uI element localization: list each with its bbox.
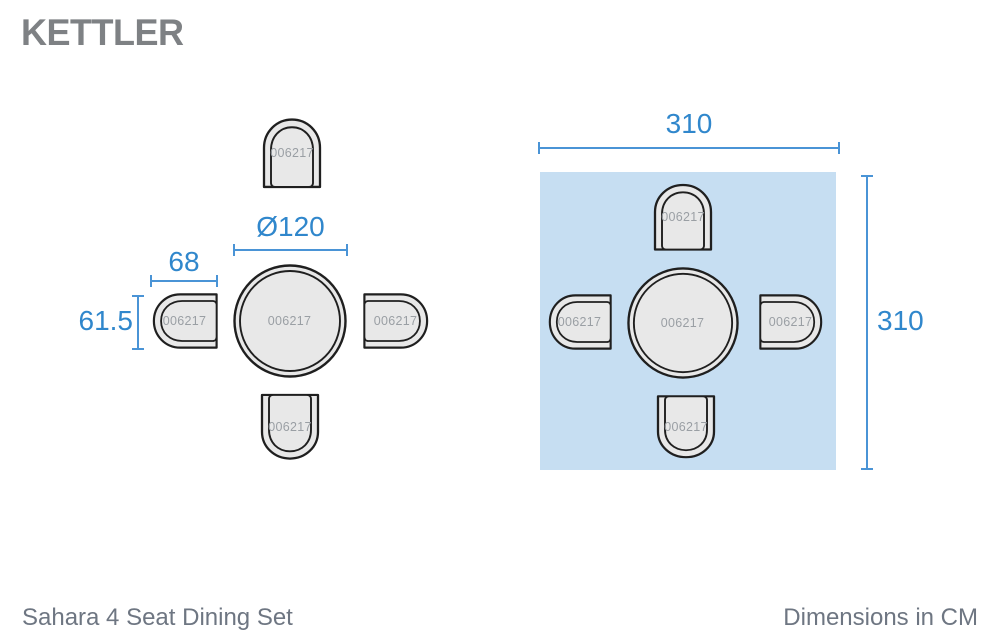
table-shape bbox=[626, 266, 739, 379]
chair-top: 006217 bbox=[652, 182, 714, 251]
chair-depth-dimension-line bbox=[132, 295, 144, 350]
chair-width-dimension-line bbox=[150, 275, 218, 287]
table-code-label: 006217 bbox=[660, 315, 705, 330]
chair-right: 006217 bbox=[758, 292, 823, 351]
table-diameter-label: Ø120 bbox=[256, 211, 325, 242]
chair-code-label: 006217 bbox=[162, 313, 207, 328]
chair-shape bbox=[758, 293, 822, 350]
chair-code-label: 006217 bbox=[270, 146, 314, 160]
chair-shape bbox=[653, 183, 713, 251]
table-shape bbox=[232, 263, 347, 378]
chair-right: 006217 bbox=[362, 291, 429, 350]
dining-table: 006217 bbox=[232, 263, 347, 378]
chair-width-label: 68 bbox=[168, 246, 200, 277]
chair-bottom: 006217 bbox=[655, 394, 717, 459]
footprint-height-dimension-line bbox=[861, 175, 873, 470]
chair-code-label: 006217 bbox=[768, 314, 813, 329]
chair-shape bbox=[362, 292, 428, 349]
units-note: Dimensions in CM bbox=[783, 604, 978, 631]
chair-shape bbox=[262, 118, 322, 189]
footprint-height-label: 310 bbox=[877, 305, 924, 336]
chair-code-label: 006217 bbox=[661, 209, 705, 224]
chair-shape bbox=[656, 394, 716, 458]
chair-code-label: 006217 bbox=[664, 419, 708, 434]
chair-shape bbox=[548, 293, 612, 350]
chair-code-label: 006217 bbox=[268, 420, 312, 434]
footprint-width-label: 310 bbox=[665, 108, 713, 139]
footprint-width-dimension-line bbox=[538, 142, 840, 154]
table-code-label: 006217 bbox=[267, 313, 312, 328]
chair-shape bbox=[260, 393, 320, 460]
chair-left: 006217 bbox=[547, 292, 612, 351]
chair-top: 006217 bbox=[261, 117, 323, 189]
chair-shape bbox=[152, 292, 218, 349]
chair-bottom: 006217 bbox=[259, 393, 321, 461]
kettler-logo: KETTLER bbox=[21, 11, 184, 54]
dining-table: 006217 bbox=[626, 266, 739, 379]
chair-code-label: 006217 bbox=[373, 313, 418, 328]
chair-depth-label: 61.5 bbox=[78, 305, 134, 336]
chair-left: 006217 bbox=[151, 291, 218, 350]
product-name: Sahara 4 Seat Dining Set bbox=[22, 604, 293, 631]
chair-code-label: 006217 bbox=[557, 314, 602, 329]
table-diameter-dimension-line bbox=[233, 244, 348, 256]
